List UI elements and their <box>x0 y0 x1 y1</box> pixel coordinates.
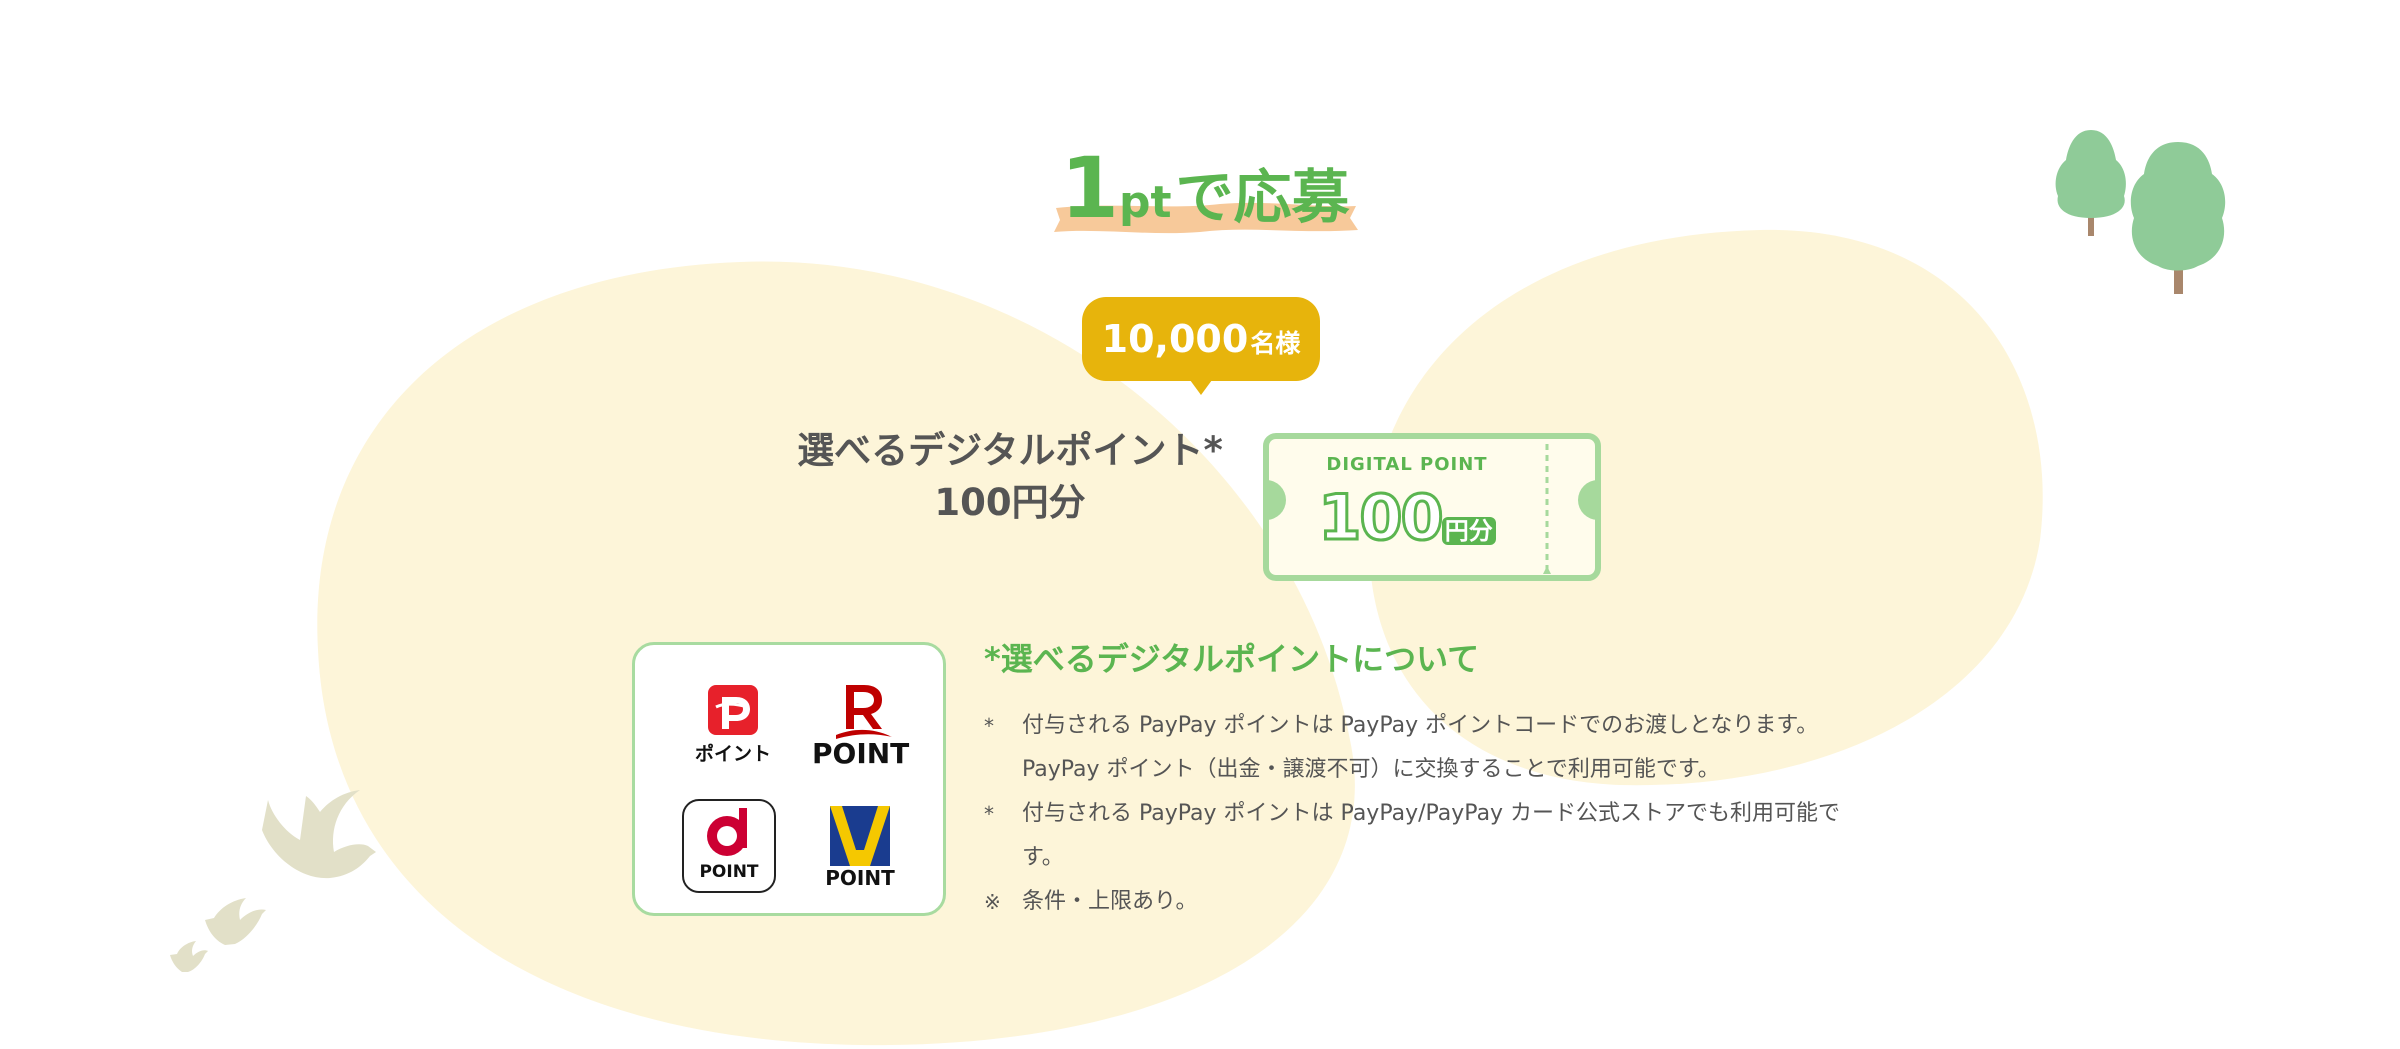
winners-badge: 10,000名様 <box>1082 297 1320 395</box>
ticket-amount-unit: 円分 <box>1441 517 1496 545</box>
digital-point-notes: *選べるデジタルポイントについて * 付与される PayPay ポイントは Pa… <box>984 632 1864 924</box>
notes-title: *選べるデジタルポイントについて <box>984 640 1480 678</box>
prize-line-2: 100円分 <box>934 481 1086 524</box>
prize-description: 選べるデジタルポイント* 100円分 <box>760 425 1260 529</box>
title-rest: で応募 <box>1175 163 1350 231</box>
prize-line-1: 選べるデジタルポイント* <box>797 429 1223 472</box>
point-logos-box: ポイント POINT POINT POINT <box>632 642 946 916</box>
note-mark: * <box>984 714 994 738</box>
ticket-label: DIGITAL POINT <box>1326 454 1488 475</box>
bird-large-icon <box>262 790 376 879</box>
note-item: ※ 条件・上限あり。 <box>984 880 1864 924</box>
bird-small-icon <box>170 941 208 972</box>
note-text: 付与される PayPay ポイントは PayPay/PayPay カード公式スト… <box>1022 801 1841 870</box>
d-logo-caption: POINT <box>699 862 759 882</box>
title-number: 1 <box>1060 139 1119 237</box>
note-item: * 付与される PayPay ポイントは PayPay/PayPay カード公式… <box>984 792 1864 880</box>
ticket-shape <box>1263 433 1601 581</box>
page-title: 1ptで応募 <box>1050 138 1360 248</box>
rakuten-point-logo-icon: POINT <box>812 681 910 771</box>
title-unit: pt <box>1118 177 1172 228</box>
note-item: * 付与される PayPay ポイントは PayPay ポイントコードでのお渡し… <box>984 704 1864 792</box>
paypay-logo-caption: ポイント <box>694 743 771 765</box>
winners-unit: 名様 <box>1250 329 1301 358</box>
tree-small-icon <box>2055 130 2126 236</box>
tree-large-icon <box>2130 142 2226 294</box>
d-point-logo-icon: POINT <box>681 798 777 894</box>
note-text: 条件・上限あり。 <box>1022 889 1198 914</box>
winners-count: 10,000 <box>1101 317 1249 361</box>
paypay-point-logo-icon: ポイント <box>690 683 776 769</box>
note-text: 付与される PayPay ポイントは PayPay ポイントコードでのお渡しとな… <box>1022 713 1819 782</box>
v-logo-caption: POINT <box>825 866 895 890</box>
note-mark: * <box>984 802 994 826</box>
rakuten-logo-caption: POINT <box>812 737 910 770</box>
note-mark: ※ <box>984 890 1001 914</box>
title-text: 1ptで応募 <box>1050 138 1360 238</box>
title-underline-brush <box>1054 202 1358 234</box>
cream-blob-right <box>1369 229 2043 786</box>
ticket-amount-number: 100 <box>1317 480 1445 556</box>
v-point-logo-icon: POINT <box>812 800 908 896</box>
bird-medium-icon <box>205 898 266 945</box>
